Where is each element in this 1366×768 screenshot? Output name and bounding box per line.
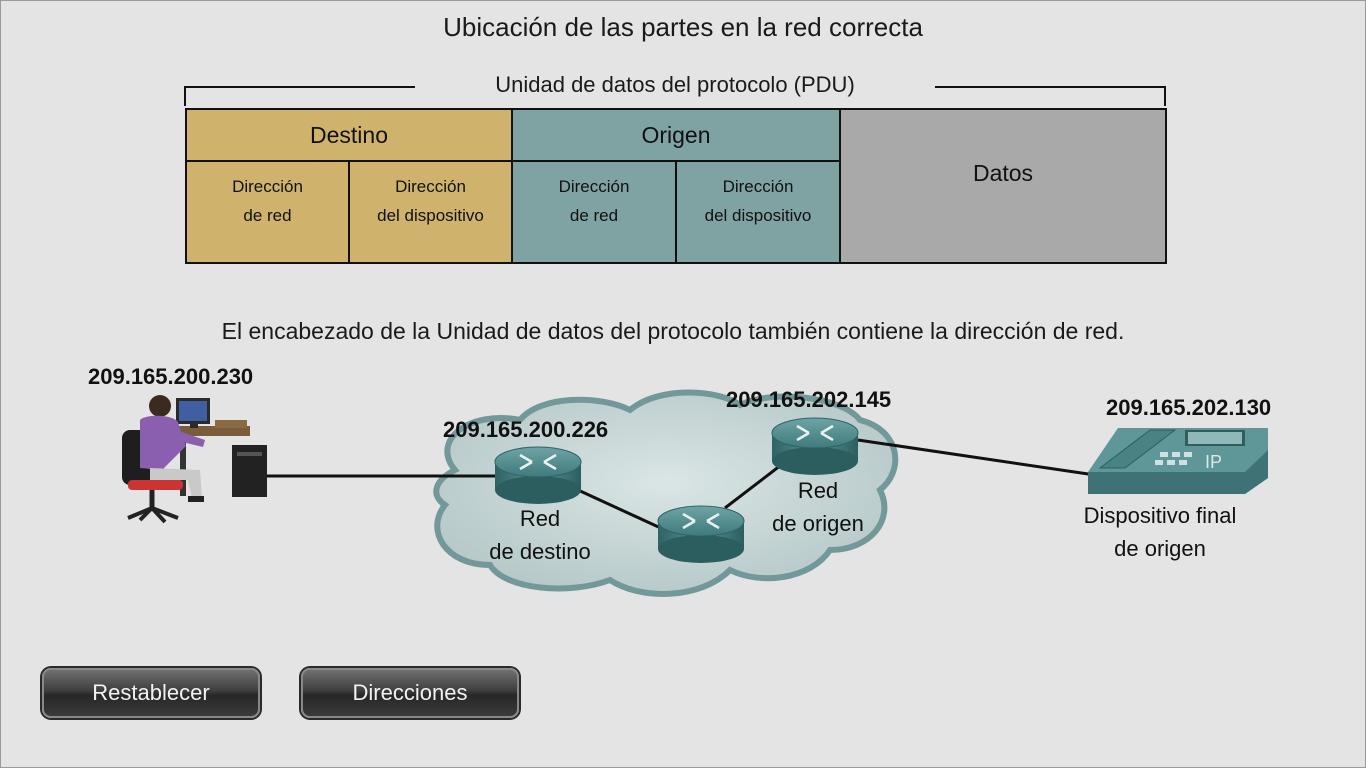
destino-group: Destino Dirección de red Dirección del d… [187,110,513,262]
router-icon [494,446,582,504]
router-icon [771,417,859,475]
explanation-text: El encabezado de la Unidad de datos del … [221,318,1125,344]
cell-line: Dirección [558,177,630,196]
link-router3-router2 [724,460,786,510]
origen-header: Origen [513,110,839,162]
label-line: de destino [489,539,591,564]
datos-cell: Datos [841,110,1165,262]
router2-ip-label: 209.165.202.145 [726,387,892,412]
cell-line: del dispositivo [704,206,812,225]
label-line: de origen [772,511,864,536]
origen-device-address-cell: Dirección del dispositivo [675,162,839,262]
red-destino-label: Red de destino [460,502,620,568]
reset-button[interactable]: Restablecer [42,668,260,718]
pc-ip-label: 209.165.200.230 [88,364,254,389]
phone-ip-badge: IP [1205,452,1223,472]
destino-device-address-cell: Dirección del dispositivo [348,162,511,262]
label-line: Red [519,506,561,531]
link-router1-router3 [577,488,666,532]
directions-button[interactable]: Direcciones [301,668,519,718]
phone-ip-label: 209.165.202.130 [1106,395,1272,420]
link-router2-phone [857,438,1096,477]
label-line: Dispositivo final [1083,503,1237,528]
cell-line: Dirección [395,177,466,196]
page-title: Ubicación de las partes en la red correc… [443,12,923,42]
cell-line: de red [569,206,619,225]
destino-header: Destino [187,110,511,162]
router1-ip-label: 209.165.200.226 [443,417,609,442]
origen-network-address-cell: Dirección de red [513,162,675,262]
destino-network-address-cell: Dirección de red [187,162,348,262]
router-icon [657,505,745,563]
red-origen-label: Red de origen [748,474,888,540]
user-at-computer-icon [122,395,267,524]
ip-phone-icon [1088,428,1268,494]
cell-line: Dirección [232,177,303,196]
origen-group: Origen Dirección de red Dirección del di… [513,110,841,262]
cell-line: Dirección [722,177,794,196]
pdu-caption: Unidad de datos del protocolo (PDU) [415,72,935,98]
end-device-label: Dispositivo final de origen [1055,499,1265,565]
label-line: Red [797,478,839,503]
label-line: de origen [1114,536,1206,561]
pdu-table: Destino Dirección de red Dirección del d… [185,108,1167,264]
cell-line: del dispositivo [377,206,484,225]
cell-line: de red [243,206,292,225]
